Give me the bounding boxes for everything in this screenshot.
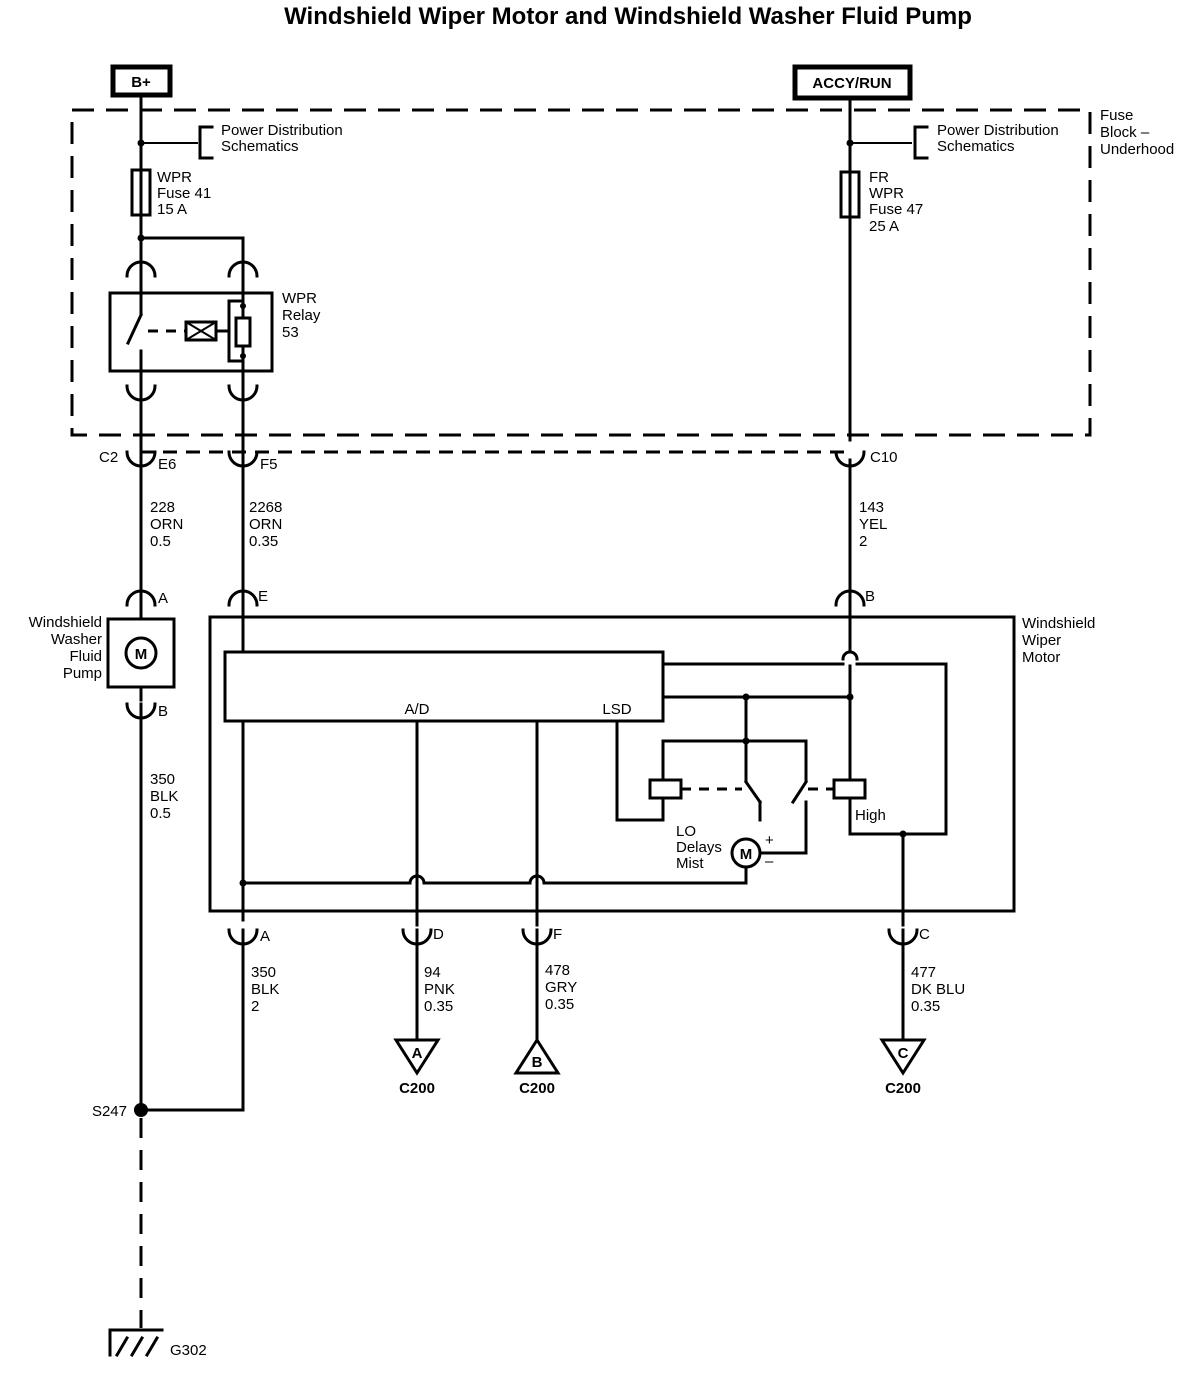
fuse-41-label-3: 15 A [157, 201, 187, 218]
pump-label-1: Windshield [29, 614, 102, 631]
windshield-wiper-motor: Windshield Wiper Motor A/D LSD [208, 603, 1095, 927]
wire-478-color: GRY [545, 979, 577, 996]
pump-label-3: Fluid [69, 648, 102, 665]
fuse-41-label-2: Fuse 41 [157, 185, 211, 202]
washer-fluid-pump: A M B Windshield Washer Fluid Pump [29, 589, 176, 720]
offpage-c-connector: C200 [885, 1080, 921, 1097]
pump-label-4: Pump [63, 665, 102, 682]
connector-e6: E6 [158, 456, 176, 473]
wire-143-color: YEL [859, 516, 887, 533]
wiper-motor-label-1: Windshield [1022, 615, 1095, 632]
wiper-motor-label-2: Wiper [1022, 632, 1061, 649]
wire-477-size: 0.35 [911, 998, 940, 1015]
wiper-motor-label-3: Motor [1022, 649, 1060, 666]
offpage-a-connector: C200 [399, 1080, 435, 1097]
battery-label: B+ [131, 74, 151, 91]
wire-94-number: 94 [424, 964, 441, 981]
motor-connector-c: C [919, 926, 930, 943]
wire-2268-number: 2268 [249, 499, 282, 516]
wiper-motor-symbol: M [740, 846, 753, 863]
fuse-block-connectors: C2 E6 F5 C10 [99, 418, 898, 473]
fuse-block-label-3: Underhood [1100, 141, 1174, 158]
fuse-block-label-2: Block – [1100, 124, 1150, 141]
motor-connector-b: B [865, 588, 875, 605]
power-distribution-ref-left-1: Power Distribution [221, 122, 343, 139]
wire-350a-color: BLK [150, 788, 178, 805]
offpage-connector-c: C C200 [879, 1038, 927, 1097]
offpage-c-letter: C [898, 1045, 909, 1062]
wire-478-size: 0.35 [545, 996, 574, 1013]
motor-minus: – [765, 853, 774, 870]
power-distribution-ref-left-2: Schematics [221, 138, 299, 155]
wire-2268-size: 0.35 [249, 533, 278, 550]
motor-connector-a: A [260, 928, 270, 945]
connector-c2: C2 [99, 449, 118, 466]
wire-350b-size: 2 [251, 998, 259, 1015]
offpage-b-letter: B [532, 1054, 543, 1071]
wire-477-number: 477 [911, 964, 936, 981]
ground-label: G302 [170, 1342, 207, 1359]
left-power-feed: Power Distribution Schematics [137, 95, 343, 172]
wpr-relay-53: WPR Relay 53 [108, 290, 321, 373]
relay-label-1: WPR [282, 290, 317, 307]
offpage-connector-a: A C200 [393, 1038, 441, 1097]
fuse-41: WPR Fuse 41 15 A [130, 168, 211, 218]
wire-2268-color: ORN [249, 516, 282, 533]
power-distribution-ref-right-2: Schematics [937, 138, 1015, 155]
motor-connector-e: E [258, 588, 268, 605]
wire-350b-color: BLK [251, 981, 279, 998]
motor-connector-f: F [553, 926, 562, 943]
accessory-label: ACCY/RUN [812, 75, 891, 92]
wire-143-number: 143 [859, 499, 884, 516]
high-label: High [855, 807, 886, 824]
low-label-1: LO [676, 823, 696, 840]
fuse-41-label-1: WPR [157, 169, 192, 186]
right-power-feed: Power Distribution Schematics [846, 98, 1059, 174]
pump-label-2: Washer [51, 631, 102, 648]
splice-label: S247 [92, 1103, 127, 1120]
diagram-title: Windshield Wiper Motor and Windshield Wa… [284, 3, 972, 30]
wire-228-color: ORN [150, 516, 183, 533]
pump-connector-a: A [158, 590, 168, 607]
offpage-connector-b: B C200 [513, 1037, 561, 1097]
fuse-block-underhood: Fuse Block – Underhood [70, 107, 1174, 454]
wire-350a-number: 350 [150, 771, 175, 788]
splice-s247: S247 [92, 1103, 148, 1120]
pump-motor-symbol: M [135, 646, 148, 663]
fuse-block-label-1: Fuse [1100, 107, 1133, 124]
ground-g302: G302 [108, 1328, 207, 1359]
battery-power-box: B+ [110, 64, 173, 98]
low-label-2: Delays [676, 839, 722, 856]
power-distribution-ref-right-1: Power Distribution [937, 122, 1059, 139]
relay-label-2: Relay [282, 307, 321, 324]
wiper-motor-bottom-connectors: A D F C [227, 926, 930, 946]
wire-350a-size: 0.5 [150, 805, 171, 822]
offpage-a-letter: A [412, 1045, 423, 1062]
wire-228-number: 228 [150, 499, 175, 516]
wire-228-size: 0.5 [150, 533, 171, 550]
wire-94-color: PNK [424, 981, 455, 998]
lsd-label: LSD [602, 701, 631, 718]
connector-c10: C10 [870, 449, 898, 466]
offpage-b-connector: C200 [519, 1080, 555, 1097]
connector-f5: F5 [260, 456, 278, 473]
motor-connector-d: D [433, 926, 444, 943]
relay-label-3: 53 [282, 324, 299, 341]
wire-350b-number: 350 [251, 964, 276, 981]
fuse-47-label-4: 25 A [869, 218, 899, 235]
low-label-3: Mist [676, 855, 704, 872]
fuse-47-label-2: WPR [869, 185, 904, 202]
fuse-47: FR WPR Fuse 47 25 A [839, 169, 923, 235]
motor-plus: + [765, 832, 774, 849]
fuse-47-label-3: Fuse 47 [869, 201, 923, 218]
wire-94-size: 0.35 [424, 998, 453, 1015]
wire-478-number: 478 [545, 962, 570, 979]
fuse-47-label-1: FR [869, 169, 889, 186]
wire-477-color: DK BLU [911, 981, 965, 998]
pump-connector-b: B [158, 703, 168, 720]
wire-143-size: 2 [859, 533, 867, 550]
ad-label: A/D [404, 701, 429, 718]
accessory-power-box: ACCY/RUN [792, 64, 913, 101]
